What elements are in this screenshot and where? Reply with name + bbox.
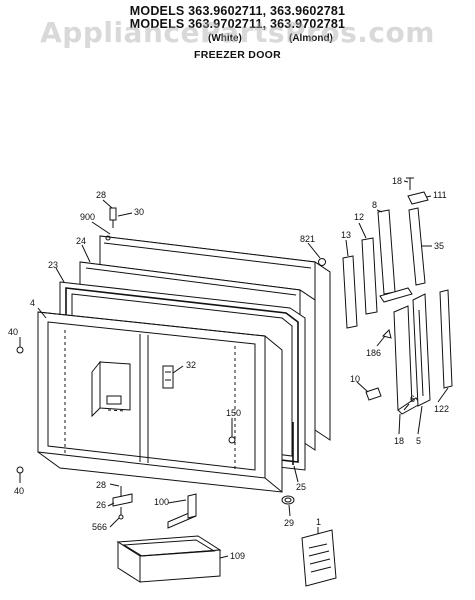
label-1: 1 [316, 517, 321, 527]
part-18-screw-top [406, 177, 414, 190]
label-26: 26 [96, 500, 106, 510]
part-13-strip [342, 255, 358, 329]
label-35: 35 [434, 241, 444, 251]
label-109: 109 [230, 551, 245, 561]
label-10: 10 [350, 374, 360, 384]
label-18-lower: 18 [394, 436, 404, 446]
variant-almond: (Almond) [289, 33, 333, 44]
label-186: 186 [366, 348, 381, 358]
part-29 [281, 495, 295, 505]
label-32: 32 [186, 360, 196, 370]
label-4: 4 [30, 298, 35, 308]
part-100-bracket [167, 493, 197, 529]
label-29: 29 [284, 518, 294, 528]
part-1-manual [301, 529, 337, 587]
label-821: 821 [300, 234, 315, 244]
part-labels: 28 30 900 821 24 23 4 40 32 150 40 28 26… [8, 176, 449, 561]
label-23: 23 [48, 260, 58, 270]
label-40-lower: 40 [14, 486, 24, 496]
part-28-top-screw [109, 207, 117, 228]
part-40-screws [16, 346, 24, 474]
label-30: 30 [134, 207, 144, 217]
part-4-inner-door [37, 311, 283, 493]
part-10-clip [365, 387, 382, 401]
part-5-bracket [412, 293, 431, 407]
model-line-1: MODELS 363.9602711, 363.9602781 [129, 4, 346, 18]
label-13: 13 [341, 230, 351, 240]
part-111-clip [407, 191, 429, 205]
model-line-2: MODELS 363.9702711, 363.9702781 [129, 17, 346, 31]
part-26-hinge [112, 486, 133, 520]
label-8: 8 [372, 200, 377, 210]
label-28: 28 [96, 190, 106, 200]
label-6: 6 [410, 394, 415, 404]
leader-lines [19, 180, 449, 559]
label-25: 25 [296, 482, 306, 492]
label-111: 111 [433, 190, 447, 200]
part-122-rail [439, 289, 453, 389]
variant-white: (White) [208, 33, 242, 44]
label-28-lower: 28 [96, 480, 106, 490]
label-12: 12 [354, 212, 364, 222]
label-5: 5 [416, 436, 421, 446]
label-900: 900 [80, 212, 95, 222]
label-18: 18 [392, 176, 402, 186]
part-109-tray [116, 535, 222, 583]
diagram-title: FREEZER DOOR [193, 49, 282, 61]
label-40: 40 [8, 327, 18, 337]
part-12-strip [361, 237, 378, 315]
label-100: 100 [154, 497, 169, 507]
label-566: 566 [92, 522, 107, 532]
part-35-bar [408, 207, 426, 286]
part-8-hinge-bar [377, 209, 413, 303]
label-122: 122 [434, 404, 449, 414]
label-24: 24 [76, 236, 86, 246]
part-6-bracket [393, 305, 421, 415]
label-150: 150 [226, 408, 241, 418]
